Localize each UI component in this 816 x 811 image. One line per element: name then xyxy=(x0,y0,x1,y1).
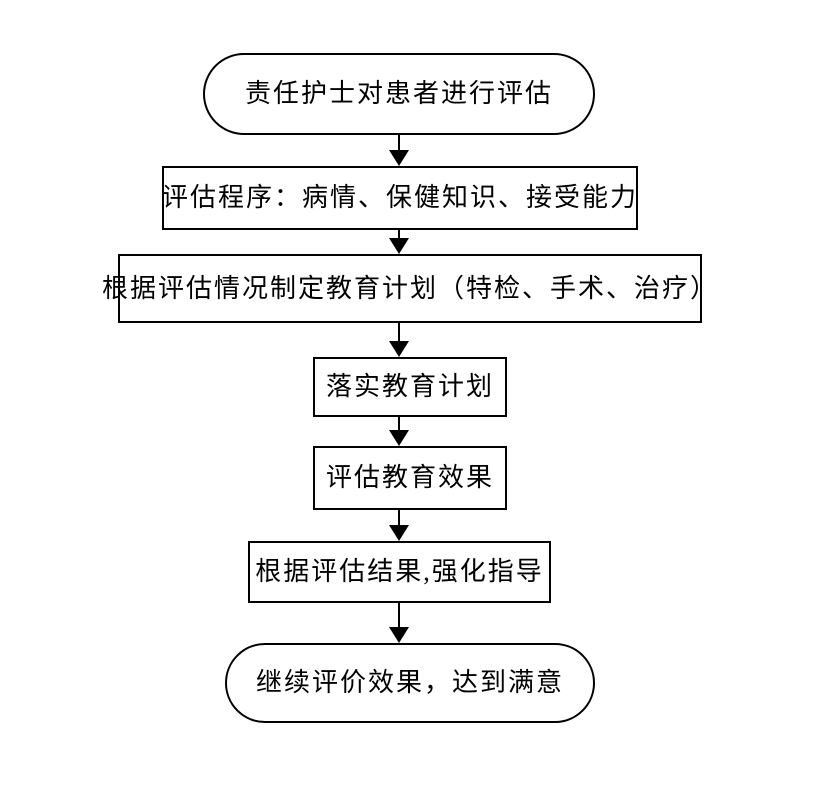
connector-start-to-procedure xyxy=(388,134,410,166)
flow-node-reinforce-guidance: 根据评估结果,强化指导 xyxy=(248,541,551,603)
arrowhead-down-icon xyxy=(389,238,409,254)
flow-node-implement-plan-label: 落实教育计划 xyxy=(325,372,494,402)
flow-node-evaluate-effect: 评估教育效果 xyxy=(313,446,507,510)
flow-node-end: 继续评价效果，达到满意 xyxy=(225,643,595,723)
connector-evaluate-to-reinforce xyxy=(388,510,410,541)
flow-node-implement-plan: 落实教育计划 xyxy=(313,357,507,417)
connector-line xyxy=(398,603,400,627)
arrowhead-down-icon xyxy=(389,627,409,643)
connector-line xyxy=(398,323,400,341)
connector-reinforce-to-end xyxy=(388,603,410,643)
flow-node-assessment-procedure-label: 评估程序：病情、保健知识、接受能力 xyxy=(162,183,639,213)
connector-line xyxy=(398,510,400,525)
connector-line xyxy=(398,230,400,238)
connector-implement-to-evaluate xyxy=(388,417,410,446)
flow-node-end-label: 继续评价效果，达到满意 xyxy=(255,668,564,698)
connector-line xyxy=(398,134,400,150)
connector-line xyxy=(398,417,400,430)
flow-node-start: 责任护士对患者进行评估 xyxy=(203,53,595,135)
flow-node-evaluate-effect-label: 评估教育效果 xyxy=(325,463,494,493)
flow-node-education-plan: 根据评估情况制定教育计划（特检、手术、治疗） xyxy=(102,254,716,323)
flow-node-reinforce-guidance-label: 根据评估结果,强化指导 xyxy=(255,557,544,587)
connector-procedure-to-plan xyxy=(388,230,410,254)
flow-node-assessment-procedure: 评估程序：病情、保健知识、接受能力 xyxy=(162,166,638,230)
flow-node-start-label: 责任护士对患者进行评估 xyxy=(244,79,553,109)
arrowhead-down-icon xyxy=(389,341,409,357)
connector-plan-to-implement xyxy=(388,323,410,357)
flow-node-education-plan-label: 根据评估情况制定教育计划（特检、手术、治疗） xyxy=(102,273,719,303)
arrowhead-down-icon xyxy=(389,150,409,166)
arrowhead-down-icon xyxy=(389,525,409,541)
arrowhead-down-icon xyxy=(389,430,409,446)
